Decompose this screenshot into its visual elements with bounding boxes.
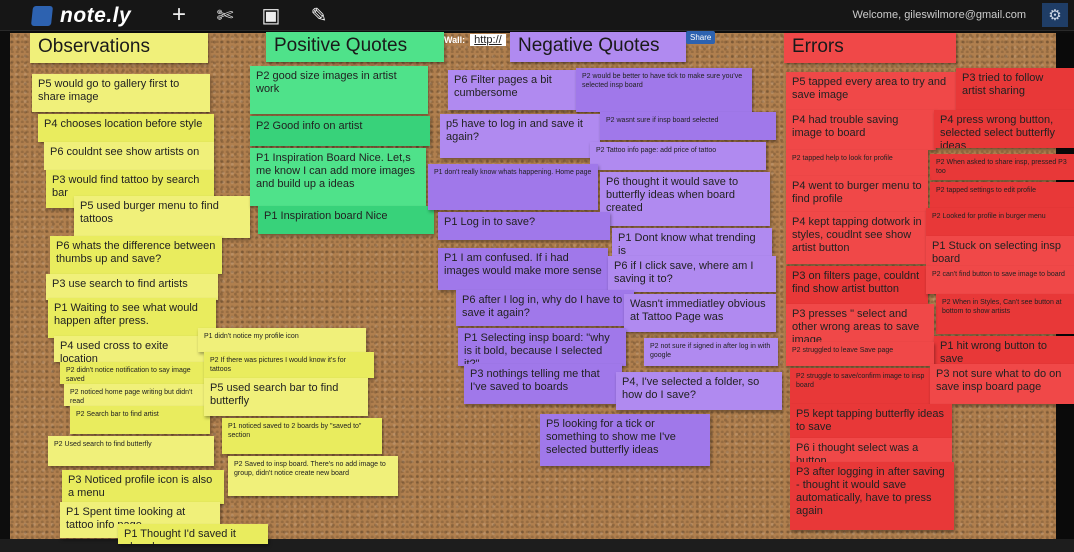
sticky-note[interactable]: P2 Tattoo info page: add price of tattoo bbox=[590, 142, 766, 170]
sticky-note[interactable]: P5 tapped every area to try and save ima… bbox=[786, 72, 956, 110]
sticky-note[interactable]: P1 didn't notice my profile icon bbox=[198, 328, 366, 352]
add-note-icon[interactable]: + bbox=[171, 1, 186, 28]
wall-url-bar: Wall: http:// bbox=[444, 33, 506, 47]
app-logo[interactable]: note.ly bbox=[30, 4, 132, 28]
bottom-bar bbox=[0, 539, 1074, 552]
sticky-note[interactable]: P2 Looked for profile in burger menu bbox=[926, 208, 1074, 236]
notebook-icon bbox=[30, 6, 54, 26]
sticky-note[interactable]: P2 If there was pictures I would know it… bbox=[204, 352, 374, 378]
sticky-note[interactable]: P1 I am confused. If i had images would … bbox=[438, 248, 608, 290]
sticky-note[interactable]: P1 Inspiration Board Nice. Let,s me know… bbox=[250, 148, 426, 206]
sticky-note[interactable]: P2 good size images in artist work bbox=[250, 66, 428, 114]
sticky-note[interactable]: P4 went to burger menu to find profile bbox=[786, 176, 928, 212]
sticky-note[interactable]: P3 Noticed profile icon is also a menu bbox=[62, 470, 224, 504]
sticky-note[interactable]: P6 couldnt see show artists on bbox=[44, 142, 214, 170]
sticky-note[interactable]: P3 nothings telling me that I've saved t… bbox=[464, 364, 622, 404]
sticky-note[interactable]: P3 not sure what to do on save insp boar… bbox=[930, 364, 1074, 404]
sticky-note[interactable]: P3 presses " select and other wrong area… bbox=[786, 304, 934, 342]
sticky-note[interactable]: P1 Thought I'd saved it already bbox=[118, 524, 268, 544]
sticky-note[interactable]: P5 would go to gallery first to share im… bbox=[32, 74, 210, 112]
sticky-note[interactable]: P3 use search to find artists bbox=[46, 274, 218, 300]
header-positive-quotes[interactable]: Positive Quotes bbox=[266, 32, 444, 62]
sticky-note[interactable]: P1 Inspiration board Nice bbox=[258, 206, 434, 234]
top-toolbar: note.ly + ✄ ▣ ✎ Welcome, gileswilmore@gm… bbox=[0, 0, 1074, 31]
wall-label: Wall: bbox=[444, 35, 466, 45]
wall-url-input[interactable]: http:// bbox=[470, 34, 506, 46]
sticky-note[interactable]: p5 have to log in and save it again? bbox=[440, 114, 600, 158]
sticky-note[interactable]: P1 noticed saved to 2 boards by "saved t… bbox=[222, 418, 382, 454]
sticky-note[interactable]: P2 struggle to save/confirm image to ins… bbox=[790, 368, 934, 404]
header-errors[interactable]: Errors bbox=[784, 33, 956, 63]
share-button[interactable]: Share bbox=[686, 31, 716, 44]
app-name: note.ly bbox=[60, 4, 132, 27]
sticky-note[interactable]: P5 used search bar to find butterfly bbox=[204, 378, 368, 416]
sticky-note[interactable]: P5 kept tapping butterfly ideas to save bbox=[790, 404, 952, 438]
sticky-note[interactable]: P4, I've selected a folder, so how do I … bbox=[616, 372, 782, 410]
sticky-note[interactable]: P3 after logging in after saving - thoug… bbox=[790, 462, 954, 530]
sticky-note[interactable]: P2 not sure if signed in after log in wi… bbox=[644, 338, 778, 366]
sticky-note[interactable]: P1 Waiting to see what would happen afte… bbox=[48, 298, 216, 338]
image-icon[interactable]: ▣ bbox=[261, 4, 281, 27]
sticky-note[interactable]: P2 When in Styles, Can't see button at b… bbox=[936, 294, 1074, 334]
sticky-note[interactable]: P4 chooses location before style bbox=[38, 114, 214, 142]
brush-icon[interactable]: ✎ bbox=[310, 4, 328, 27]
sticky-note[interactable]: P2 can't find button to save image to bo… bbox=[926, 266, 1074, 294]
sticky-note[interactable]: P6 after I log in, why do I have to save… bbox=[456, 290, 634, 326]
sticky-note[interactable]: P4 press wrong button, selected select b… bbox=[934, 110, 1074, 148]
sticky-note[interactable]: P6 thought it would save to butterfly id… bbox=[600, 172, 770, 226]
sticky-note[interactable]: P5 used burger menu to find tattoos bbox=[74, 196, 250, 238]
sticky-note[interactable]: P1 Dont know what trending is bbox=[612, 228, 772, 256]
sticky-note[interactable]: P2 Saved to insp board. There's no add i… bbox=[228, 456, 398, 496]
gear-icon[interactable]: ⚙ bbox=[1042, 3, 1068, 27]
sticky-note[interactable]: P2 would be better to have tick to make … bbox=[576, 68, 752, 112]
sticky-note[interactable]: P4 had trouble saving image to board bbox=[786, 110, 936, 150]
sticky-note[interactable]: P2 Used search to find butterfly bbox=[48, 436, 214, 466]
header-negative-quotes[interactable]: Negative Quotes bbox=[510, 32, 686, 62]
sticky-note[interactable]: P1 Selecting insp board: "why is it bold… bbox=[458, 328, 626, 366]
scissors-icon[interactable]: ✄ bbox=[216, 4, 234, 27]
sticky-note[interactable]: Wasn't immediatley obvious at Tattoo Pag… bbox=[624, 294, 776, 332]
sticky-note[interactable]: P3 on filters page, couldnt find show ar… bbox=[786, 266, 928, 304]
sticky-note[interactable]: P4 kept tapping dotwork in styles, coudl… bbox=[786, 212, 928, 264]
sticky-note[interactable]: P6 whats the difference between thumbs u… bbox=[50, 236, 222, 274]
sticky-note[interactable]: P2 tapped help to look for profile bbox=[786, 150, 928, 176]
welcome-text: Welcome, gileswilmore@gmail.com bbox=[852, 9, 1026, 21]
sticky-note[interactable]: P1 hit wrong button to save bbox=[934, 336, 1074, 364]
sticky-note[interactable]: P2 When asked to share insp, pressed P3 … bbox=[930, 154, 1074, 180]
sticky-note[interactable]: P2 Good info on artist bbox=[250, 116, 430, 146]
sticky-note[interactable]: P2 noticed home page writing but didn't … bbox=[64, 384, 214, 406]
sticky-note[interactable]: P2 tapped settings to edit profile bbox=[930, 182, 1074, 208]
sticky-note[interactable]: P1 Stuck on selecting insp board bbox=[926, 236, 1074, 266]
sticky-note[interactable]: P2 didn't notice notification to say ima… bbox=[60, 362, 210, 384]
sticky-note[interactable]: P6 if I click save, where am I saving it… bbox=[608, 256, 776, 292]
sticky-note[interactable]: P5 looking for a tick or something to sh… bbox=[540, 414, 710, 466]
sticky-note[interactable]: P2 struggled to leave Save page bbox=[786, 342, 934, 366]
sticky-note[interactable]: P4 used cross to exite location bbox=[54, 336, 204, 362]
sticky-note[interactable]: P1 Log in to save? bbox=[438, 212, 610, 240]
header-observations[interactable]: Observations bbox=[30, 33, 208, 63]
sticky-note[interactable]: P6 Filter pages a bit cumbersome bbox=[448, 70, 580, 110]
sticky-note[interactable]: P1 don't really know whats happening. Ho… bbox=[428, 164, 598, 210]
sticky-note[interactable]: P3 tried to follow artist sharing bbox=[956, 68, 1074, 110]
sticky-note[interactable]: P2 Search bar to find artist bbox=[70, 406, 210, 434]
sticky-note[interactable]: P6 i thought select was a button bbox=[790, 438, 952, 462]
sticky-note[interactable]: P2 wasnt sure if insp board selected bbox=[600, 112, 776, 140]
